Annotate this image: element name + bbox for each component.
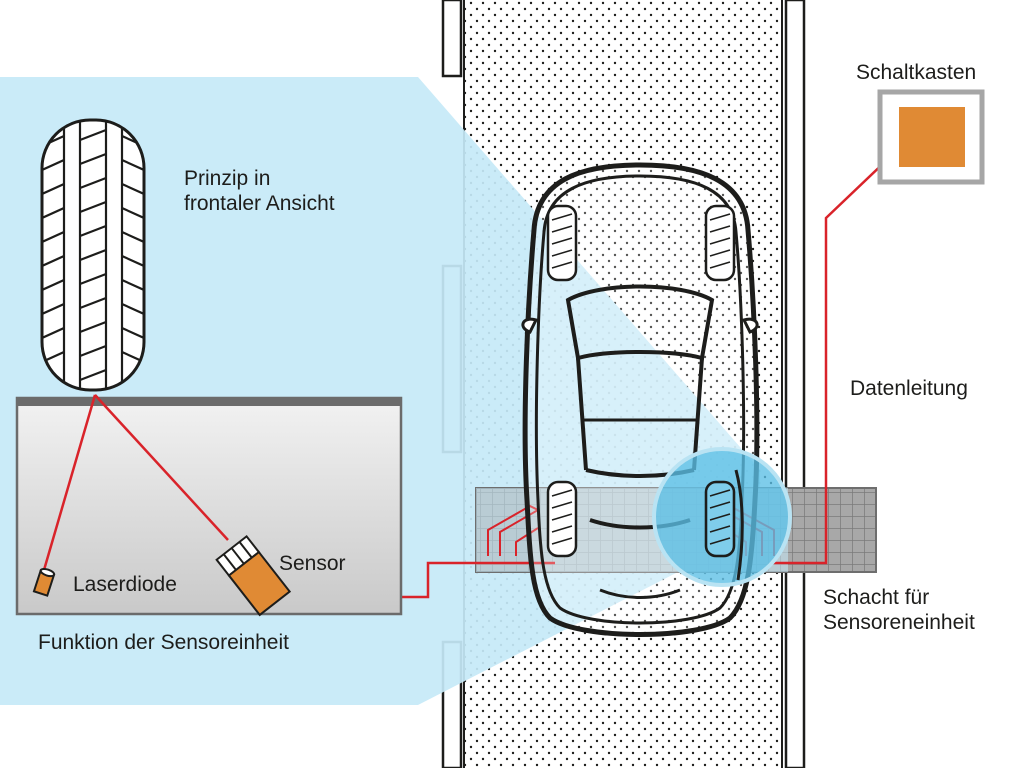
shaft-label-line1: Schacht für bbox=[823, 586, 930, 609]
switchbox-icon bbox=[877, 89, 985, 185]
lane-post bbox=[441, 0, 463, 78]
shaft-label-line2: Sensoreneinheit bbox=[823, 611, 975, 634]
tire-icon bbox=[40, 118, 146, 392]
sensor-pit-cross-section bbox=[15, 396, 403, 616]
sensor-icon bbox=[215, 534, 292, 617]
data-line-label: Datenleitung bbox=[850, 377, 968, 400]
principle-label: Prinzip in frontaler Ansicht bbox=[184, 166, 335, 216]
magnifier-circle bbox=[652, 447, 792, 587]
shaft-label: Schacht für Sensoreneinheit bbox=[823, 585, 975, 635]
curb bbox=[784, 0, 806, 768]
laser-diode-icon bbox=[32, 567, 56, 597]
switchbox-label: Schaltkasten bbox=[856, 61, 977, 84]
unit-function-caption: Funktion der Sensoreinheit bbox=[38, 631, 289, 654]
laser-diode-label: Laserdiode bbox=[73, 573, 177, 596]
principle-label-line2: frontaler Ansicht bbox=[184, 192, 335, 215]
principle-label-line1: Prinzip in bbox=[184, 167, 271, 190]
sensor-label: Sensor bbox=[279, 552, 346, 575]
